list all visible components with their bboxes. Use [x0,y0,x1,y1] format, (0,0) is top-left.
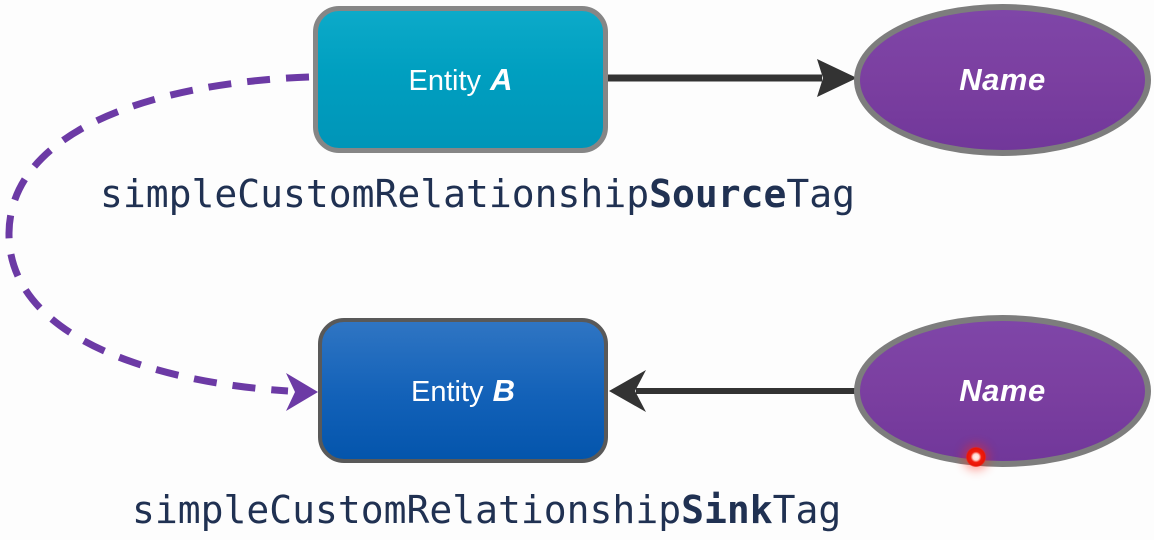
sink-tag-label: simpleCustomRelationshipSinkTag [132,488,842,532]
relationship-curve-arrowhead [286,373,318,411]
name-ellipse-top: Name [854,4,1151,156]
source-arrowhead [817,59,857,97]
relationship-curve [5,73,310,395]
source-tag-label: simpleCustomRelationshipSourceTag [100,172,855,216]
name-ellipse-bottom: Name [854,315,1151,467]
name-ellipse-bottom-label: Name [959,373,1046,408]
click-indicator [966,447,986,467]
name-ellipse-top-label: Name [959,62,1046,97]
sink-arrowhead [609,370,646,412]
